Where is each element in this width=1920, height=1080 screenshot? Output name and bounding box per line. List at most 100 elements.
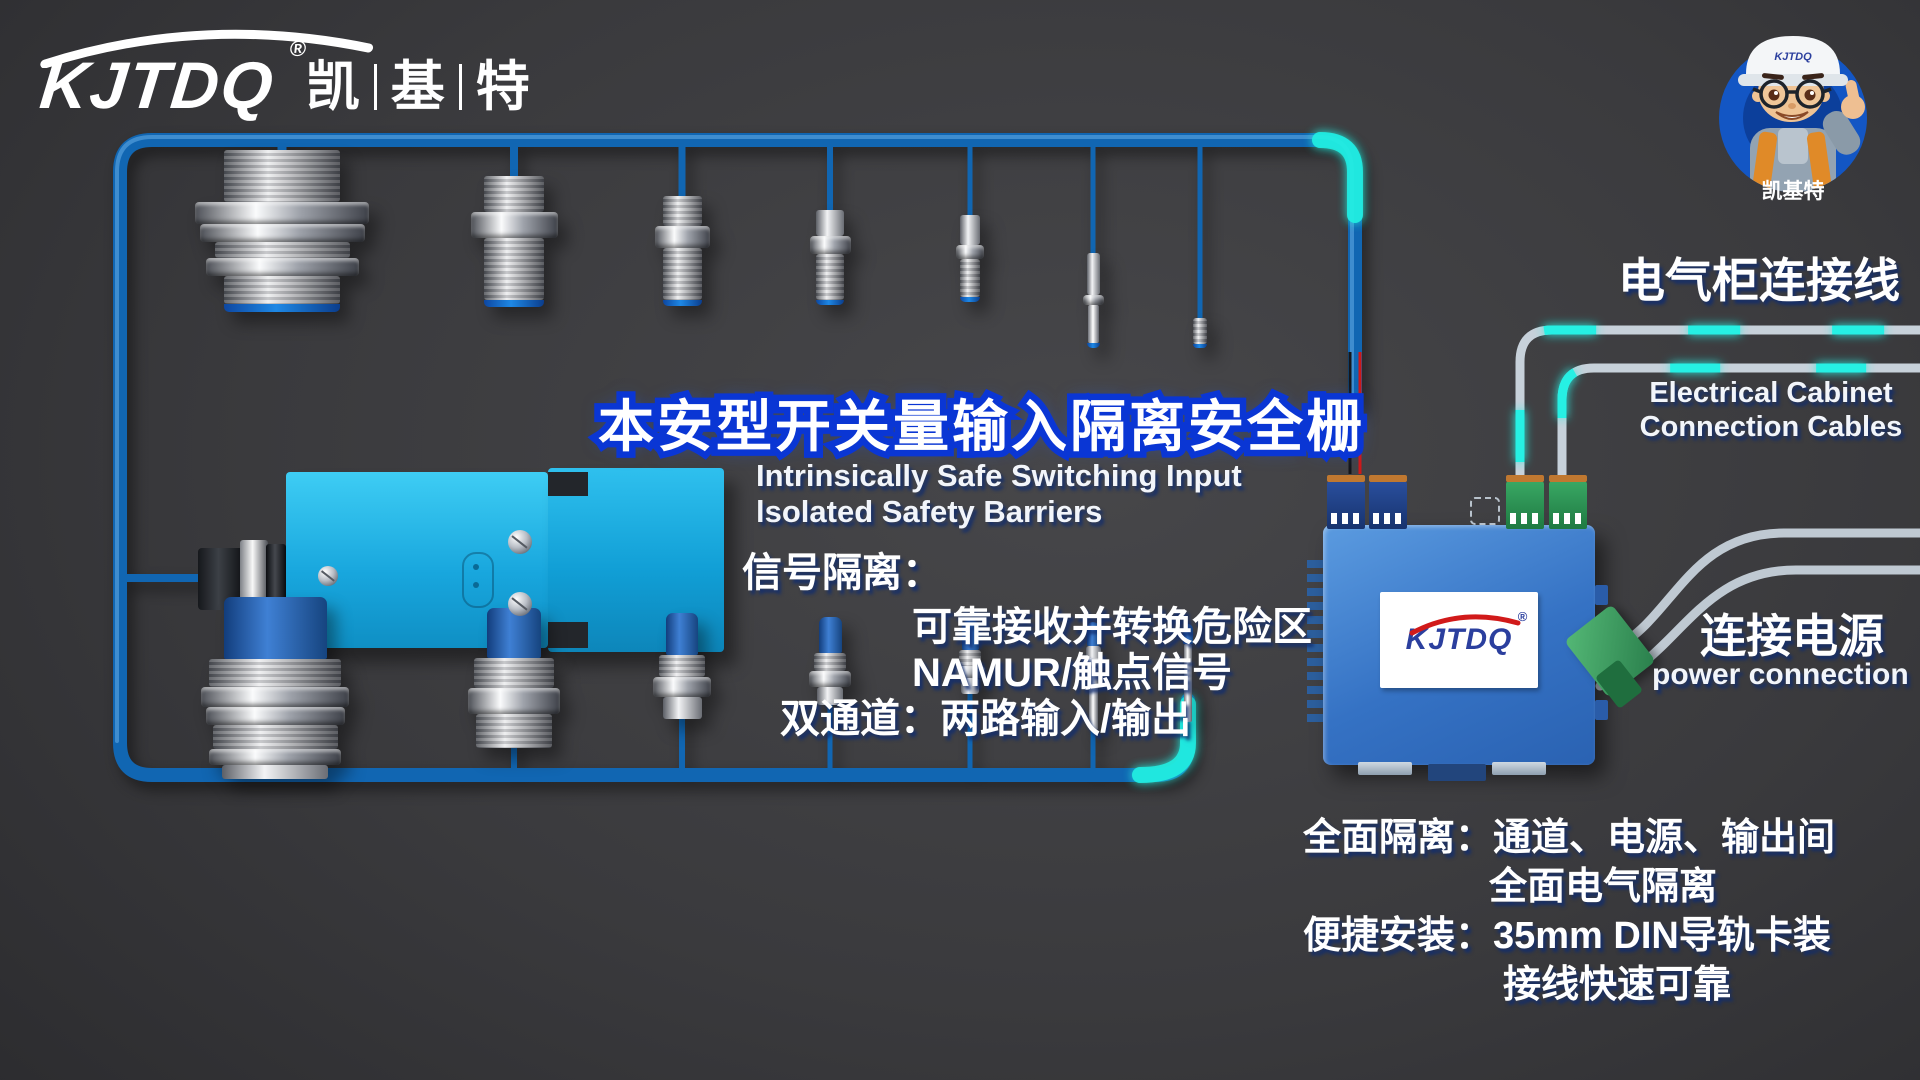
page-title-text: 本安型开关量输入隔离安全栅 (598, 395, 1365, 458)
mascot-body (1750, 110, 1861, 192)
mascot-avatar: KJTDQ 凯基特 (1719, 36, 1867, 203)
page-title: 本安型开关量输入隔离安全栅 本安型开关量输入隔离安全栅 (592, 382, 1369, 465)
cap-segment (1087, 622, 1099, 646)
thread-segment (476, 714, 552, 748)
spec-install-line1: 便捷安装：35mm DIN导轨卡装 (1303, 915, 1831, 957)
module-side-tab (1595, 585, 1608, 605)
smooth-segment (816, 210, 844, 236)
tip-segment (662, 300, 702, 306)
mascot-hand (1841, 95, 1865, 119)
brand-logo-latin: KJTDQ ® (37, 26, 374, 122)
smooth-segment (222, 765, 328, 779)
module-side-tab (1595, 700, 1608, 720)
smooth-segment (960, 215, 980, 245)
cap-segment (961, 620, 979, 650)
nut-segment (470, 212, 558, 238)
brand-cn-char: 基 (390, 57, 445, 117)
device-notch (548, 622, 588, 648)
cap-segment (818, 617, 842, 653)
output-terminal-block (1549, 475, 1587, 529)
module-registered-mark: ® (1517, 609, 1529, 624)
cabinet-label-en: Electrical Cabinet Connection Cables (1628, 376, 1914, 444)
input-terminal-block (1327, 475, 1365, 529)
cap-segment (223, 597, 327, 659)
nut-segment (201, 687, 349, 707)
cabinet-cables (1515, 325, 1920, 481)
logo-separator (373, 64, 377, 110)
nut-segment (956, 245, 984, 259)
thread-segment (224, 276, 340, 304)
spec-install-line2: 接线快速可靠 (1503, 964, 1732, 1006)
screw (318, 566, 338, 586)
cap-segment (487, 608, 541, 658)
cap-segment (666, 613, 698, 655)
rod-segment (1087, 305, 1099, 343)
output-terminal-block (1506, 475, 1544, 529)
tip-segment (816, 300, 844, 305)
rod-segment (1088, 668, 1098, 730)
nut-segment (468, 688, 560, 714)
power-label-cn: 连接电源 (1700, 610, 1884, 662)
thread-segment (214, 242, 350, 258)
nut-segment (1082, 295, 1104, 305)
thread-segment (474, 658, 554, 688)
nut-segment (195, 202, 369, 224)
mascot-thumb-up (1845, 80, 1860, 104)
cabinet-label-cn: 电气柜连接线 (1618, 254, 1900, 307)
spec-list: 全面隔离：通道、电源、输出间 全面电气隔离 便捷安装：35mm DIN导轨卡装 … (1303, 814, 1835, 1010)
nut-segment (209, 749, 341, 765)
device-detail-oval (462, 552, 494, 608)
nut-segment (653, 677, 711, 697)
nut-segment (809, 671, 851, 687)
smooth-segment (961, 678, 979, 694)
brand-cn-char: 特 (475, 57, 530, 117)
thread-segment (662, 248, 702, 300)
thread-segment (662, 196, 702, 226)
nut-segment (809, 236, 851, 254)
mascot-head: KJTDQ (1738, 36, 1848, 122)
tip-segment (484, 300, 544, 307)
power-label-en: power connection (1652, 658, 1909, 691)
brand-logo: KJTDQ ® 凯 基 特 (37, 26, 530, 122)
module-logo: KJTDQ ® (1406, 609, 1528, 657)
thread-segment (212, 725, 338, 749)
screw (508, 530, 532, 554)
heatsink-fins (1307, 560, 1324, 722)
smooth-segment (1086, 253, 1100, 295)
input-terminal-block (1369, 475, 1407, 529)
brand-logo-chinese: 凯 基 特 (306, 60, 530, 118)
smooth-segment (817, 687, 843, 705)
thread-segment (659, 655, 705, 677)
brand-cn-char: 凯 (305, 57, 360, 117)
rod-segment (1184, 644, 1192, 722)
thread-segment (816, 254, 844, 300)
device-notch (548, 472, 588, 496)
screw (508, 592, 532, 616)
tip-segment (960, 297, 980, 302)
thread-segment (960, 259, 980, 297)
nut-segment (654, 226, 710, 248)
nut-segment (199, 224, 365, 242)
module-logo-swoosh (1409, 614, 1521, 636)
mascot-glasses (1752, 79, 1832, 109)
subtitle-line2: lsolated Safety Barriers (756, 494, 1103, 529)
mascot-name: 凯基特 (1762, 179, 1825, 203)
feature-line2: NAMUR/触点信号 (912, 651, 1232, 695)
logo-swoosh (40, 29, 374, 68)
tip-segment (1086, 343, 1100, 348)
gland-lock-ring (266, 544, 286, 614)
page-subtitle: Intrinsically Safe Switching Input lsola… (756, 458, 1242, 530)
module-label: KJTDQ ® (1380, 592, 1538, 688)
spec-isolation-line2: 全面电气隔离 (1489, 866, 1718, 908)
thread-segment (224, 150, 340, 202)
spec-isolation-line1: 全面隔离：通道、电源、输出间 (1303, 817, 1836, 859)
thread-segment (209, 659, 341, 687)
feature-signal-isolation-label: 信号隔离： (742, 551, 942, 595)
mascot-hat-logo: KJTDQ (1774, 51, 1812, 63)
thread-segment (814, 653, 846, 671)
tip-segment (224, 304, 340, 312)
subtitle-line1: Intrinsically Safe Switching Input (756, 458, 1242, 493)
cabinet-en-line2: Connection Cables (1639, 411, 1903, 443)
